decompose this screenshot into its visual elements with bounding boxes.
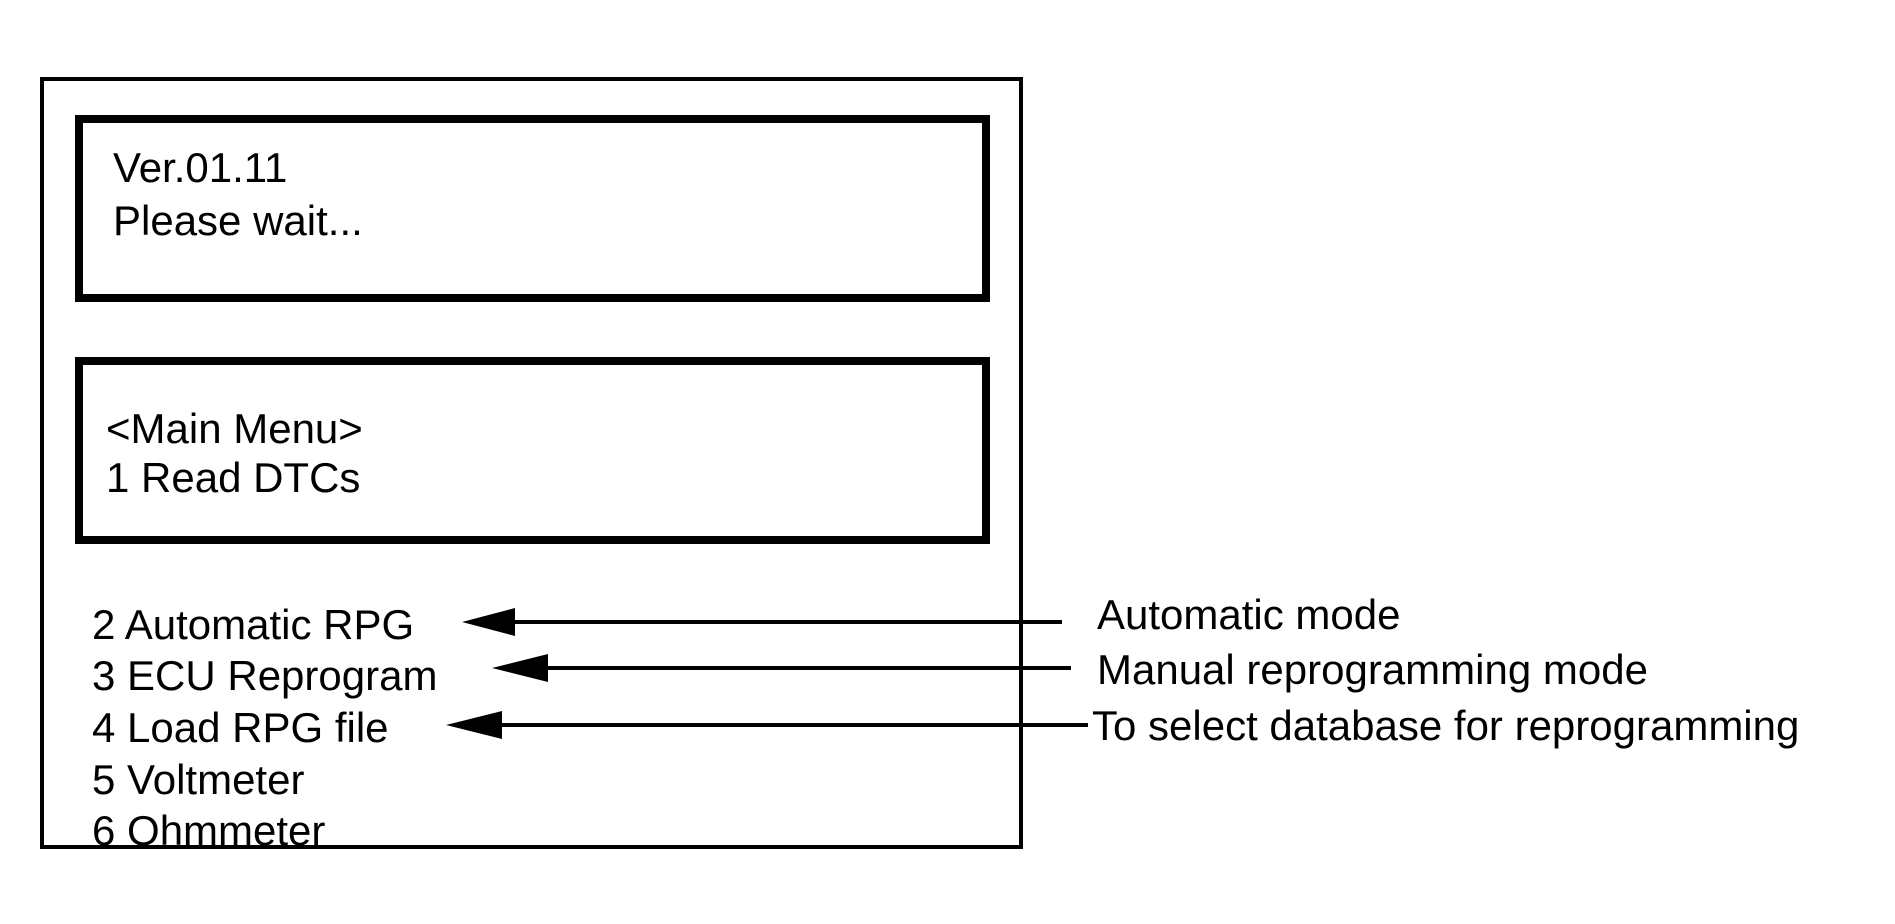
menu-item-ecu-reprogram: 3 ECU Reprogram (92, 652, 438, 699)
display-screen-top (75, 115, 990, 302)
arrow-manual-reprogramming-mode (492, 654, 1071, 682)
display-screen-main-menu (75, 357, 990, 544)
version-text: Ver.01.11 (113, 144, 288, 191)
menu-item-load-rpg-file: 4 Load RPG file (92, 704, 389, 751)
status-text: Please wait... (113, 197, 363, 244)
device-frame (40, 77, 1023, 849)
arrow-automatic-mode (462, 608, 1062, 636)
annotation-select-database: To select database for reprogramming (1092, 702, 1800, 749)
menu-item-ohmmeter: 6 Ohmmeter (92, 807, 326, 854)
menu-item-read-dtcs: 1 Read DTCs (106, 454, 361, 501)
arrow-select-database (446, 711, 1088, 739)
main-menu-title: <Main Menu> (106, 405, 363, 452)
annotation-automatic-mode: Automatic mode (1097, 591, 1401, 638)
annotation-manual-reprogramming-mode: Manual reprogramming mode (1097, 646, 1648, 693)
menu-item-automatic-rpg: 2 Automatic RPG (92, 601, 415, 648)
menu-item-voltmeter: 5 Voltmeter (92, 756, 305, 803)
